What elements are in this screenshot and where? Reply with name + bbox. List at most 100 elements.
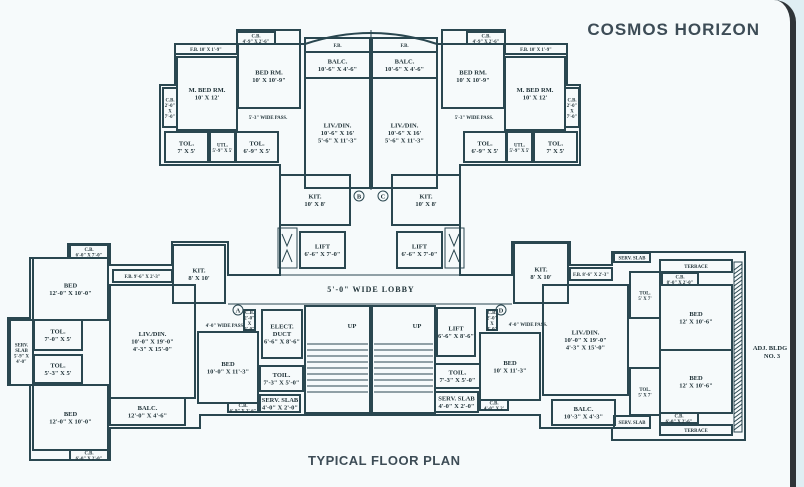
room-label: C.B.6'-0" X 2'-6" xyxy=(666,414,693,425)
room-name: C.B. xyxy=(84,248,93,253)
room-label: F.B. 10' X 1'-9" xyxy=(190,48,222,53)
room-label: M. BED RM.10' X 12' xyxy=(189,87,226,102)
room-name: UP xyxy=(348,323,357,330)
room-dimension: 5'-3" X 5' xyxy=(44,370,71,377)
room-name: 5'-3" WIDE PASS. xyxy=(455,116,494,121)
room-name: C.B. xyxy=(481,34,490,39)
room-label: C.B.4'-9" X 2'-6" xyxy=(243,34,270,45)
room-dimension: 6'-6" X 8'-6" xyxy=(264,339,300,346)
room-dimension: 6'-6" X 7'-0" xyxy=(304,251,340,258)
room-dimension: 7'-0" xyxy=(567,115,578,120)
room-label: BALC.10'-3" X 4'-3" xyxy=(564,406,603,421)
room-br-pass: 4'-0" WIDE PASS. xyxy=(509,323,548,328)
room-tl-bed: BED RM.10' X 10'-9" xyxy=(237,43,301,109)
room-dimension: 7'-3" X 5'-0" xyxy=(439,377,475,384)
lobby-label: 5'-0" WIDE LOBBY xyxy=(327,285,414,294)
room-tr-balc: BALC.10'-6" X 4'-6" xyxy=(371,51,438,79)
room-dimension: 10'-0" X 11'-3" xyxy=(207,368,249,375)
room-outline xyxy=(304,77,371,189)
room-name: BED xyxy=(64,282,78,289)
room-name: TOL. xyxy=(639,388,650,393)
room-dimension: 10' X 10'-9" xyxy=(252,77,286,84)
hatch-line xyxy=(733,387,743,395)
room-bl-pass: 4'-0" WIDE PASS. xyxy=(206,324,245,329)
room-dimension: 10' X 12' xyxy=(523,94,548,101)
room-bl-cb1: C.B.6'-0" X 7'-0" xyxy=(69,244,109,259)
room-tl-pass: 5'-3" WIDE PASS. xyxy=(249,116,288,121)
room-dimension: 2'-0" xyxy=(244,316,255,321)
hatch-line xyxy=(733,291,743,299)
room-name: ELECT. xyxy=(270,324,294,331)
hatch-line xyxy=(733,383,743,391)
room-name: SERV. SLAB xyxy=(619,257,647,262)
room-outline xyxy=(279,174,351,226)
room-label: TOL.5' X 7' xyxy=(638,291,651,302)
room-dimension: 10'-6" X 16' xyxy=(321,130,355,137)
room-dimension: X xyxy=(248,322,252,327)
room-outline xyxy=(542,284,629,396)
hatch-line xyxy=(733,375,743,383)
room-label: TOL.6'-9" X 5' xyxy=(243,140,270,155)
hatch-line xyxy=(733,415,743,423)
room-dimension: 10' X 11'-3" xyxy=(493,367,526,374)
hatch-line xyxy=(733,275,743,283)
room-dimension: 4'-0" X 2' xyxy=(484,407,504,412)
rooms: F.B. 10' X 1'-9" C.B.4'-9" X 2'-6" M. BED … xyxy=(9,31,733,462)
room-dimension: 5'-9" X 5' xyxy=(213,149,233,154)
hatch-line xyxy=(733,423,743,431)
room-name: BED xyxy=(503,360,517,367)
room-outline xyxy=(659,412,699,424)
room-tr-mbed: M. BED RM.10' X 12' xyxy=(504,56,566,131)
room-outline xyxy=(9,319,34,386)
room-outline xyxy=(237,43,301,109)
room-name: C.B. xyxy=(245,311,254,316)
room-dimension: SLAB xyxy=(15,349,28,354)
room-name: TOL. xyxy=(249,140,265,147)
room-tl-tol1: TOL.7' X 5' xyxy=(164,131,209,163)
room-outline xyxy=(436,307,476,357)
marker-label: C xyxy=(381,194,386,201)
room-outline xyxy=(569,267,613,281)
hatch-line xyxy=(733,327,743,335)
room-name: LIV./DIN. xyxy=(391,123,419,130)
marker-circle xyxy=(377,190,389,202)
room-tr-cb1: C.B.4'-9" X 2'-6" xyxy=(466,31,506,45)
room-label: 5'-3" WIDE PASS. xyxy=(455,116,494,121)
room-name: C.B. xyxy=(251,34,260,39)
room-outline xyxy=(613,415,651,429)
room-label: F.B. 9'-6" X 2'-3" xyxy=(125,275,161,280)
room-label: UP xyxy=(413,323,422,330)
room-outline xyxy=(172,244,226,304)
room-br-tol2: TOL.5' X 7' xyxy=(629,367,661,416)
room-outline xyxy=(243,309,256,331)
room-name: TERRACE xyxy=(684,265,707,270)
marker-label: D xyxy=(499,308,504,315)
room-label: C.B.8'-0" X 2'-0" xyxy=(667,275,694,286)
room-dimension: 12'-0" X 10'-0" xyxy=(49,290,92,297)
room-dimension: 7'-0" xyxy=(165,115,176,120)
room-name: KIT. xyxy=(534,266,547,273)
room-name: C.B. xyxy=(487,311,496,316)
room-name: SERV. xyxy=(15,343,28,348)
room-name: BED xyxy=(221,361,235,368)
room-name: C.B. xyxy=(489,401,498,406)
room-tr-bed: BED RM.10' X 10'-9" xyxy=(441,43,505,109)
room-bl-fb: F.B. 9'-6" X 2'-3" xyxy=(112,269,173,283)
hatch-line xyxy=(733,347,743,355)
hatch-line xyxy=(733,307,743,315)
hatch-line xyxy=(733,271,743,279)
room-outline xyxy=(235,131,279,163)
hatch-line xyxy=(733,399,743,407)
room-name: LIV./DIN. xyxy=(572,330,600,337)
room-name: F.B. 8'-6" X 2'-3" xyxy=(573,273,609,278)
room-tl-kit: KIT.10' X 8' xyxy=(279,174,351,226)
room-name: TOL. xyxy=(639,291,650,296)
room-dimension: 8' X 10' xyxy=(530,274,552,281)
plan-caption: TYPICAL FLOOR PLAN xyxy=(308,453,461,468)
room-outline xyxy=(513,242,569,304)
room-outline xyxy=(659,424,733,436)
